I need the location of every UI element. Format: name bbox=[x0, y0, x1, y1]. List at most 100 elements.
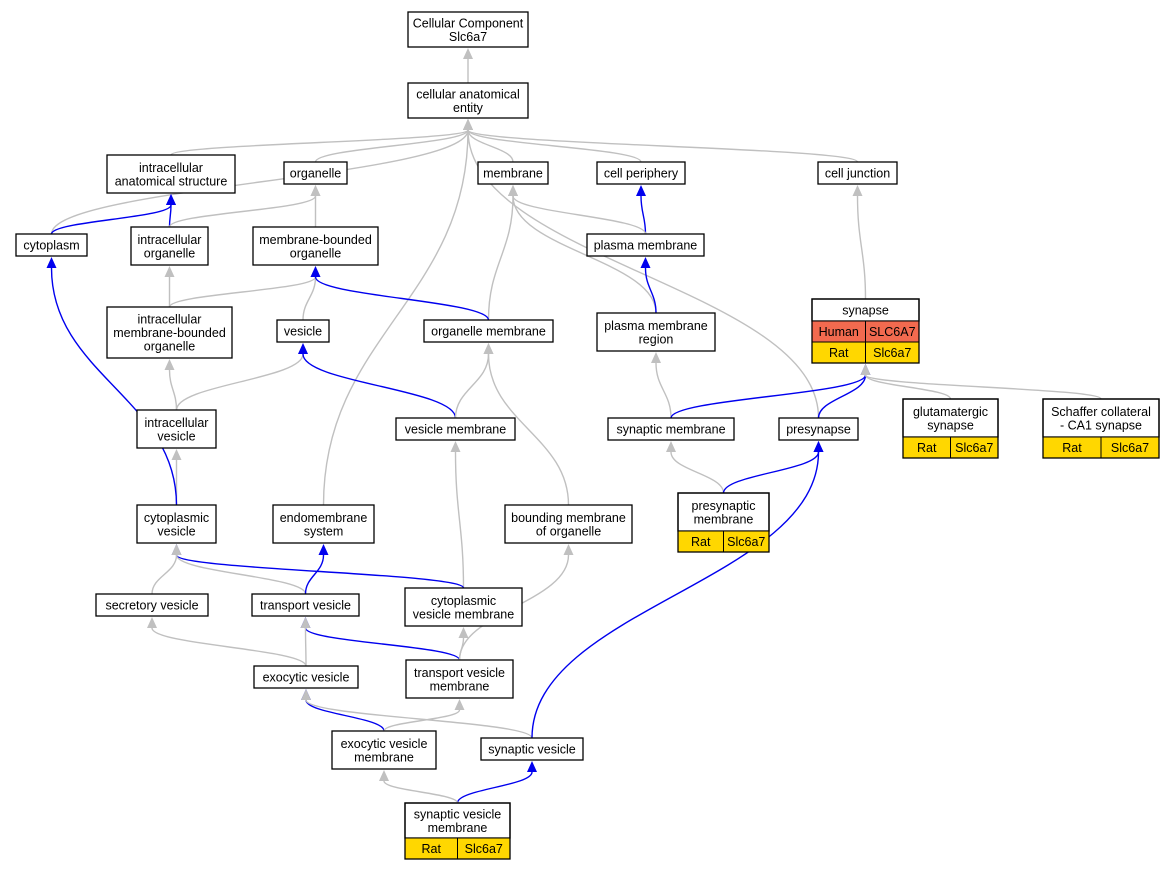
edge-arrowhead bbox=[454, 699, 465, 710]
edge-pmr-to-plasmamem bbox=[640, 257, 657, 314]
node-box bbox=[136, 409, 217, 449]
node-label-line: of organelle bbox=[536, 524, 601, 538]
node-membrane[interactable]: membrane bbox=[477, 161, 549, 185]
node-box bbox=[272, 504, 375, 544]
node-label-line: entity bbox=[453, 101, 484, 115]
node-label-line: synapse bbox=[927, 418, 974, 432]
edge-synapse-to-celljunc bbox=[852, 185, 867, 300]
edge-arrowhead bbox=[147, 617, 157, 628]
node-synves[interactable]: synaptic vesicle bbox=[480, 737, 584, 761]
edge-line bbox=[170, 129, 469, 156]
cell-text: Slc6a7 bbox=[955, 441, 993, 455]
edge-arrowhead bbox=[813, 441, 824, 452]
node-box bbox=[252, 226, 379, 266]
edge-line bbox=[670, 451, 725, 494]
edge-transves-to-cytves bbox=[171, 544, 307, 595]
edge-mbo-to-organelle bbox=[310, 185, 321, 228]
edge-line bbox=[644, 267, 657, 314]
edge-arrowhead bbox=[310, 185, 321, 196]
node-box bbox=[106, 154, 236, 194]
node-box bbox=[405, 659, 514, 699]
cell-text: SLC6A7 bbox=[869, 325, 916, 339]
edge-intorg-to-ias bbox=[166, 194, 176, 228]
gene-cell: Slc6a7 bbox=[950, 436, 999, 459]
edge-bmo-to-orgmem bbox=[483, 343, 570, 506]
node-cellperiph[interactable]: cell periphery bbox=[596, 161, 686, 185]
node-transves[interactable]: transport vesicle bbox=[251, 593, 360, 617]
edge-arrowhead bbox=[508, 185, 518, 196]
node-box bbox=[130, 226, 209, 266]
cell-text: Rat bbox=[1062, 441, 1082, 455]
edge-arrowhead bbox=[164, 359, 175, 370]
node-vesicle[interactable]: vesicle bbox=[276, 319, 330, 343]
species-cell: Rat bbox=[902, 436, 951, 459]
node-synmem[interactable]: synaptic membrane bbox=[607, 417, 735, 441]
node-box bbox=[596, 312, 716, 352]
node-label-line: organelle bbox=[144, 340, 195, 354]
edges-layer bbox=[46, 48, 1102, 804]
node-cytoplasm[interactable]: cytoplasm bbox=[15, 233, 88, 257]
edge-line bbox=[168, 195, 317, 228]
node-box bbox=[477, 161, 549, 185]
edge-line bbox=[456, 771, 533, 804]
edge-arrowhead bbox=[164, 266, 175, 277]
node-vesmem[interactable]: vesicle membrane bbox=[395, 417, 516, 441]
gene-cell: Slc6a7 bbox=[865, 341, 920, 364]
node-exoves[interactable]: exocytic vesicle bbox=[253, 665, 359, 689]
node-label-line: intracellular bbox=[139, 161, 203, 175]
node-label-line: plasma membrane bbox=[604, 319, 708, 333]
node-box bbox=[607, 417, 735, 441]
node-box bbox=[251, 593, 360, 617]
node-presyn[interactable]: presynapse bbox=[778, 417, 859, 441]
node-label-line: Cellular Component bbox=[413, 16, 524, 30]
gene-cell: SLC6A7 bbox=[865, 320, 920, 343]
edge-line bbox=[655, 362, 672, 419]
node-organelle[interactable]: organelle bbox=[283, 161, 348, 185]
edge-line bbox=[454, 353, 490, 419]
edge-line bbox=[168, 276, 317, 308]
edge-line bbox=[487, 195, 514, 321]
node-label-line: membrane bbox=[694, 512, 754, 526]
node-plasmamem[interactable]: plasma membrane bbox=[586, 233, 705, 257]
node-label-line: organelle membrane bbox=[431, 325, 546, 339]
node-label-line: system bbox=[304, 524, 344, 538]
edge-transves-to-endomem bbox=[304, 544, 329, 595]
node-label-line: presynapse bbox=[786, 423, 851, 437]
node-frame bbox=[902, 398, 999, 459]
edge-line bbox=[467, 129, 514, 163]
edge-evm-to-tvm bbox=[383, 699, 465, 732]
node-box bbox=[331, 730, 437, 770]
node-orgmem[interactable]: organelle membrane bbox=[423, 319, 554, 343]
edge-line bbox=[314, 129, 469, 163]
node-celljunc[interactable]: cell junction bbox=[817, 161, 898, 185]
edge-arrowhead bbox=[483, 343, 494, 354]
edge-line bbox=[383, 709, 461, 732]
node-label-line: cytoplasmic bbox=[431, 594, 496, 608]
edge-line bbox=[50, 267, 178, 506]
node-label-line: organelle bbox=[290, 246, 341, 260]
edge-line bbox=[168, 204, 172, 228]
node-secves[interactable]: secretory vesicle bbox=[95, 593, 209, 617]
node-label-line: membrane-bounded bbox=[259, 233, 372, 247]
node-label-line: synaptic vesicle bbox=[414, 807, 502, 821]
edge-arrowhead bbox=[651, 352, 661, 363]
